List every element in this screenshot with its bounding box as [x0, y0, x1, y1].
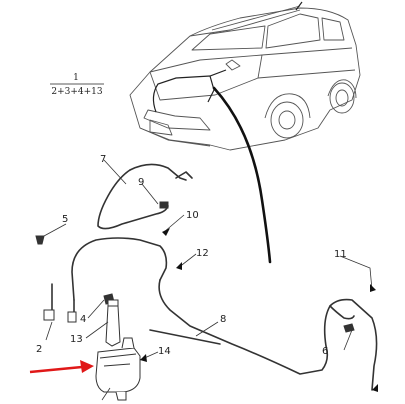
label-5: 5 [62, 214, 68, 225]
fraction-top: 1 [73, 73, 79, 83]
label-11: 11 [334, 249, 347, 260]
label-7: 7 [100, 154, 106, 165]
label-4: 4 [80, 314, 86, 325]
label-12: 12 [196, 248, 209, 259]
part-labels: 7 9 10 12 5 11 8 6 4 13 2 14 [36, 154, 347, 357]
leader-line-car [212, 86, 272, 264]
leader-lines [43, 159, 373, 401]
washer-hoses [47, 163, 378, 391]
label-6: 6 [322, 346, 328, 357]
fraction-label: 1 2+3+4+13 [50, 73, 104, 97]
vehicle-hose-routing [152, 1, 303, 113]
leader-arrowheads [140, 228, 378, 392]
fraction-bottom: 2+3+4+13 [51, 87, 103, 97]
label-9: 9 [138, 177, 144, 188]
label-13: 13 [70, 334, 83, 345]
red-arrow [29, 360, 94, 374]
small-parts [35, 201, 355, 401]
label-2: 2 [36, 344, 42, 355]
label-8: 8 [220, 314, 226, 325]
label-14: 14 [158, 346, 171, 357]
label-10: 10 [186, 210, 199, 221]
vehicle-illustration [129, 5, 361, 151]
